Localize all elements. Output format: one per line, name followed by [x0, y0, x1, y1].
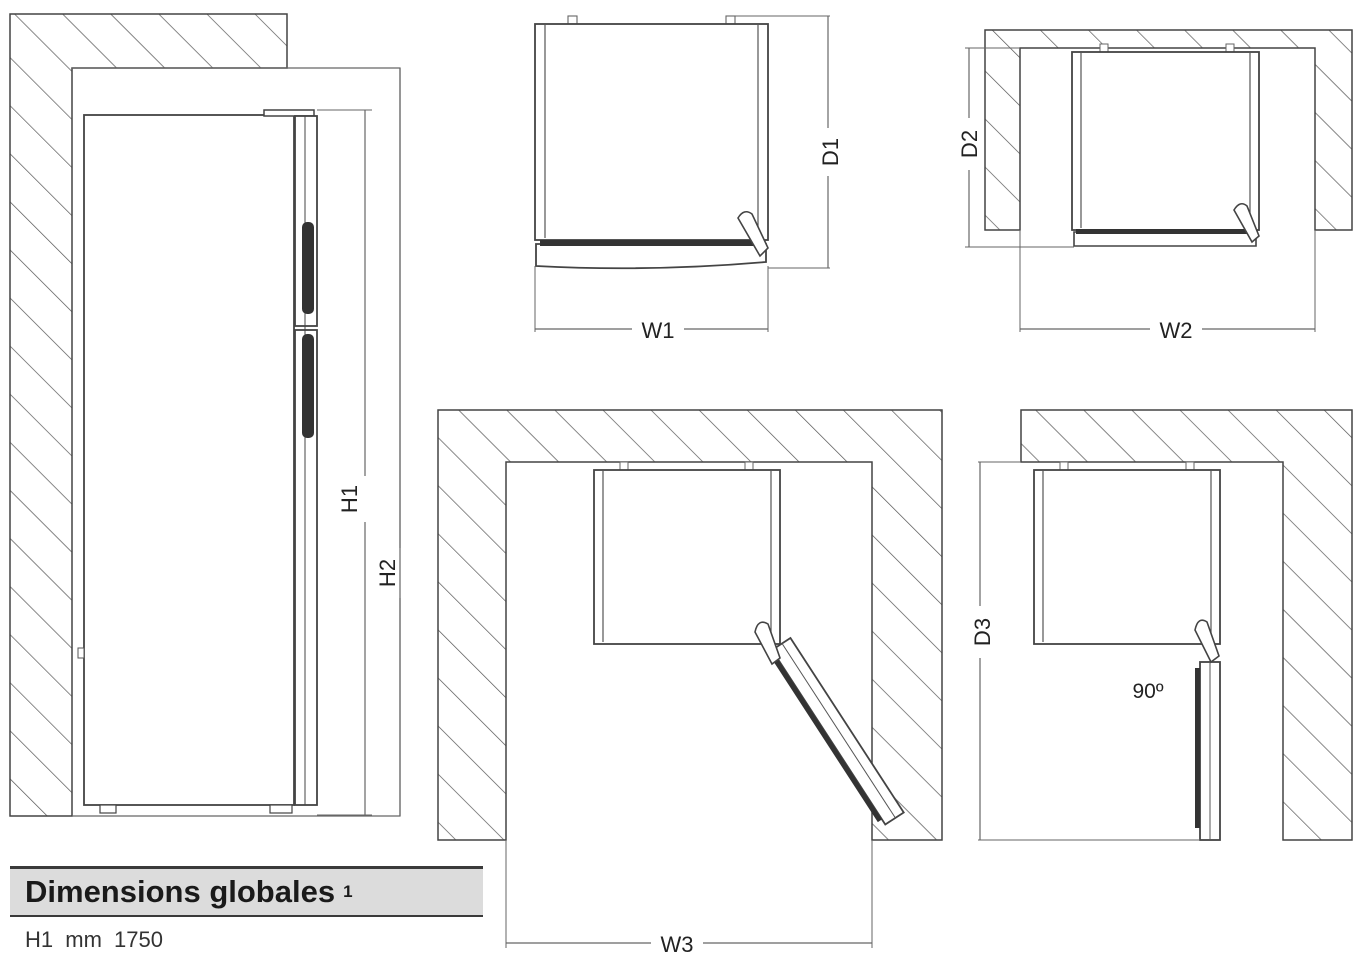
dimensions-table: Dimensions globales 1 H1 mm 1750 — [10, 866, 483, 959]
row-name: H1 — [25, 927, 54, 952]
dimensions-table-title: Dimensions globales — [25, 874, 336, 909]
side-top-hinge — [263, 109, 315, 117]
side-foot-back — [99, 804, 117, 814]
side-foot-front — [269, 804, 293, 814]
row-unit: mm — [65, 927, 102, 952]
label-h2: H2 — [375, 559, 400, 587]
top-view-w1-d1: D1 W1 — [534, 15, 843, 343]
w2-fridge-top — [1071, 51, 1260, 231]
table-row: H1 mm 1750 — [10, 917, 483, 953]
side-view: H1 H2 — [9, 13, 401, 817]
label-w3: W3 — [661, 932, 694, 957]
label-angle: 90º — [1132, 680, 1163, 703]
label-h1: H1 — [337, 485, 362, 513]
w2-niche-hatch — [984, 29, 1353, 231]
label-d3: D3 — [970, 618, 995, 646]
d3-fridge-top — [1033, 469, 1221, 645]
side-handle-top — [302, 222, 314, 314]
open-door-view-d3: 90º D3 — [970, 409, 1353, 841]
side-handle-bottom — [302, 334, 314, 438]
open-door-view-w3: W3 — [437, 409, 943, 957]
side-door-bottom — [294, 329, 318, 806]
label-w1: W1 — [642, 318, 675, 343]
w1-fridge-top — [534, 23, 769, 241]
dimensions-table-header: Dimensions globales 1 — [10, 866, 483, 917]
label-d2: D2 — [957, 130, 982, 158]
dimensions-table-footnote: 1 — [343, 882, 353, 901]
row-value: 1750 — [114, 927, 163, 952]
label-d1: D1 — [818, 138, 843, 166]
label-w2: W2 — [1160, 318, 1193, 343]
top-view-w2-d2: D2 W2 — [957, 29, 1353, 343]
side-fridge-body — [83, 114, 295, 806]
w3-fridge-top — [593, 469, 781, 645]
